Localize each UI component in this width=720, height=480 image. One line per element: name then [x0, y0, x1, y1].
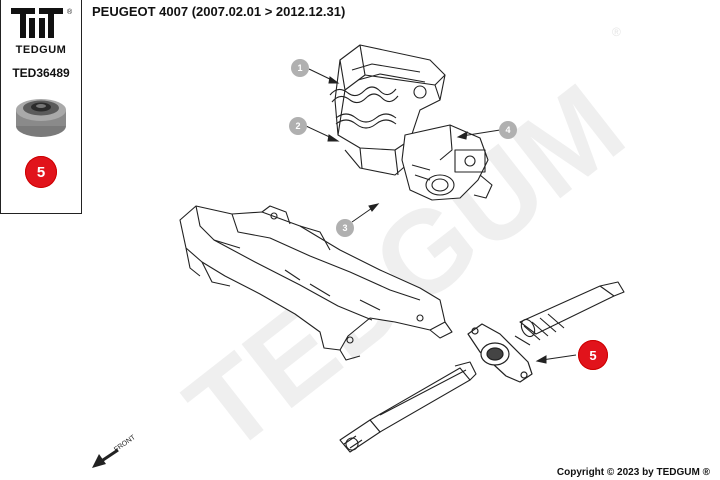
front-label: FRONT: [113, 434, 137, 454]
callout-1: 1: [291, 59, 309, 77]
registered-mark: ®: [67, 8, 73, 16]
highlight-badge-5: 5: [578, 340, 608, 370]
subframe-crossmember: [179, 205, 453, 361]
brand-name: TEDGUM: [15, 44, 67, 56]
callout-2: 2: [289, 117, 307, 135]
tedgum-logo: ®: [11, 8, 73, 38]
propeller-shaft-front: [339, 361, 477, 453]
engine-assembly: [329, 44, 493, 201]
product-thumbnail: [16, 99, 66, 137]
part-number: TED36489: [12, 66, 70, 80]
front-arrow-icon: [92, 454, 106, 468]
callout-3-label: 3: [342, 223, 347, 233]
product-panel: ® TEDGUM TED36489 5: [0, 0, 82, 214]
callout-2-label: 2: [295, 121, 300, 131]
copyright-notice: Copyright © 2023 by TEDGUM ®: [556, 467, 710, 478]
propeller-shaft-rear: [514, 281, 625, 346]
callout-4: 4: [499, 121, 517, 139]
vehicle-title: PEUGEOT 4007 (2007.02.01 > 2012.12.31): [92, 4, 346, 19]
watermark-registered-mark: ®: [612, 25, 621, 39]
front-direction-indicator: FRONT: [92, 434, 137, 468]
callout-1-label: 1: [297, 63, 302, 73]
callout-3: 3: [336, 219, 354, 237]
center-bearing-support: [467, 323, 533, 383]
callout-leaders: [305, 68, 577, 364]
callout-4-label: 4: [505, 125, 510, 135]
part-position-badge: 5: [25, 156, 57, 188]
